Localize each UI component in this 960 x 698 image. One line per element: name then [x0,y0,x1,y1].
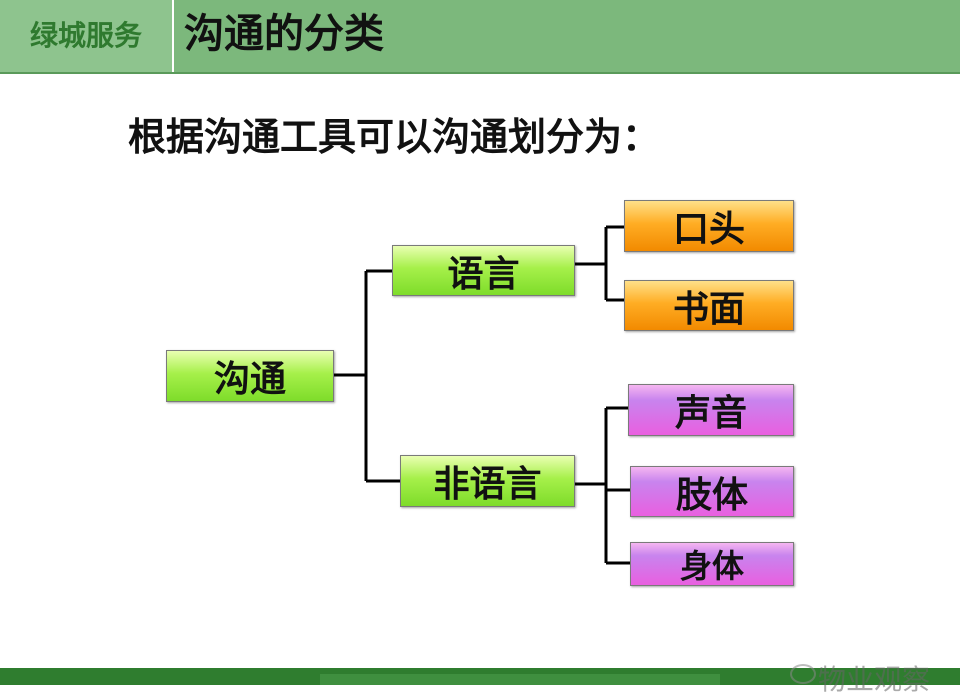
brand-label: 绿城服务 [0,0,174,72]
node-voice: 声音 [628,384,794,436]
node-root: 沟通 [166,350,334,402]
node-oral: 口头 [624,200,794,252]
watermark-text: 物业观察 [817,663,930,696]
footer-strip [320,674,720,685]
node-written: 书面 [624,280,794,331]
diagram-subtitle: 根据沟通工具可以沟通划分为： [128,115,661,159]
wechat-icon [790,664,816,684]
node-verbal: 语言 [392,245,575,296]
node-body: 身体 [630,542,794,586]
page-title: 沟通的分类 [184,11,384,57]
node-nonverbal: 非语言 [400,455,575,507]
header-bar: 绿城服务 沟通的分类 [0,0,960,74]
node-gesture: 肢体 [630,466,794,517]
